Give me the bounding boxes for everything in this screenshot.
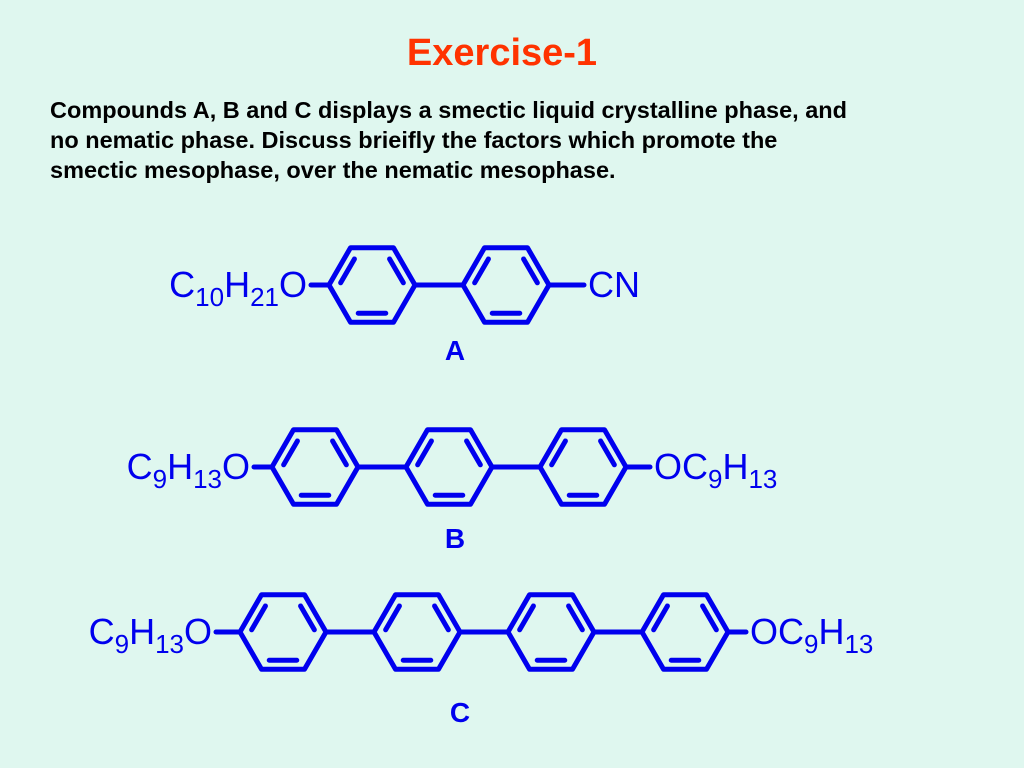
- benzene-ring: [460, 245, 552, 325]
- double-bond: [338, 256, 357, 286]
- double-bond: [472, 256, 491, 286]
- left-substituent-formula: C10H21O: [169, 264, 307, 312]
- question-line: no nematic phase. Discuss brieifly the f…: [50, 127, 778, 153]
- benzene-ring: [639, 592, 731, 672]
- benzene-ring: [371, 592, 463, 672]
- question-line: smectic mesophase, over the nematic meso…: [50, 157, 616, 183]
- double-bond: [383, 603, 402, 633]
- right-substituent-formula: CN: [588, 264, 640, 305]
- double-bond: [281, 438, 300, 468]
- benzene-ring: [269, 427, 361, 507]
- double-bond: [598, 438, 617, 468]
- left-substituent-formula: C9H13O: [89, 611, 212, 659]
- right-substituent-formula: OC9H13: [654, 446, 777, 494]
- compound-label: C: [450, 697, 470, 728]
- double-bond: [517, 603, 536, 633]
- double-bond: [330, 438, 349, 468]
- double-bond: [566, 603, 585, 633]
- question-text: Compounds A, B and C displays a smectic …: [50, 95, 1020, 185]
- double-bond: [464, 438, 483, 468]
- double-bond: [651, 603, 670, 633]
- double-bond: [298, 603, 317, 633]
- right-substituent-formula: OC9H13: [750, 611, 873, 659]
- benzene-ring: [326, 245, 418, 325]
- double-bond: [432, 603, 451, 633]
- benzene-ring: [237, 592, 329, 672]
- compound-label: A: [445, 335, 465, 366]
- double-bond: [521, 256, 540, 286]
- compound-label: B: [445, 523, 465, 554]
- left-substituent-formula: C9H13O: [127, 446, 250, 494]
- benzene-ring: [537, 427, 629, 507]
- question-line: Compounds A, B and C displays a smectic …: [50, 97, 848, 123]
- double-bond: [549, 438, 568, 468]
- double-bond: [415, 438, 434, 468]
- double-bond: [700, 603, 719, 633]
- double-bond: [249, 603, 268, 633]
- benzene-ring: [505, 592, 597, 672]
- double-bond: [387, 256, 406, 286]
- benzene-ring: [403, 427, 495, 507]
- slide-title: Exercise-1: [406, 32, 598, 74]
